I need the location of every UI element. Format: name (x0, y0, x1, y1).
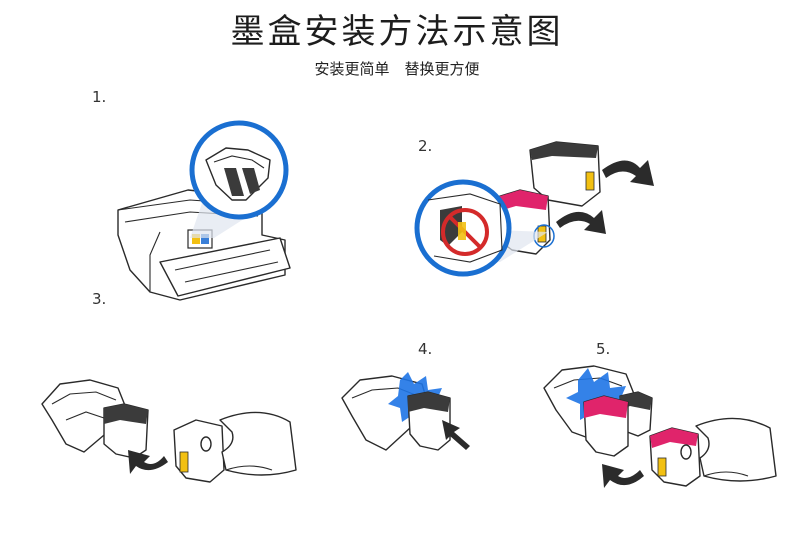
step-2-zoom-circle (414, 179, 512, 277)
step-1-label: 1. (92, 88, 107, 106)
step-2-removal-illustration (470, 141, 654, 262)
step-5-insert-color-illustration (543, 365, 777, 488)
step-3-label: 3. (92, 290, 107, 308)
step-1-zoom-circle (189, 120, 289, 220)
step-4-label: 4. (418, 340, 433, 358)
step-5-label: 5. (596, 340, 611, 358)
page-subtitle: 安装更简单 替换更方便 (314, 60, 480, 78)
step-4-press-illustration (341, 372, 470, 451)
step-3-insert-illustration (41, 379, 297, 483)
step-2-label: 2. (418, 137, 433, 155)
page-title: 墨盒安装方法示意图 (230, 12, 564, 52)
